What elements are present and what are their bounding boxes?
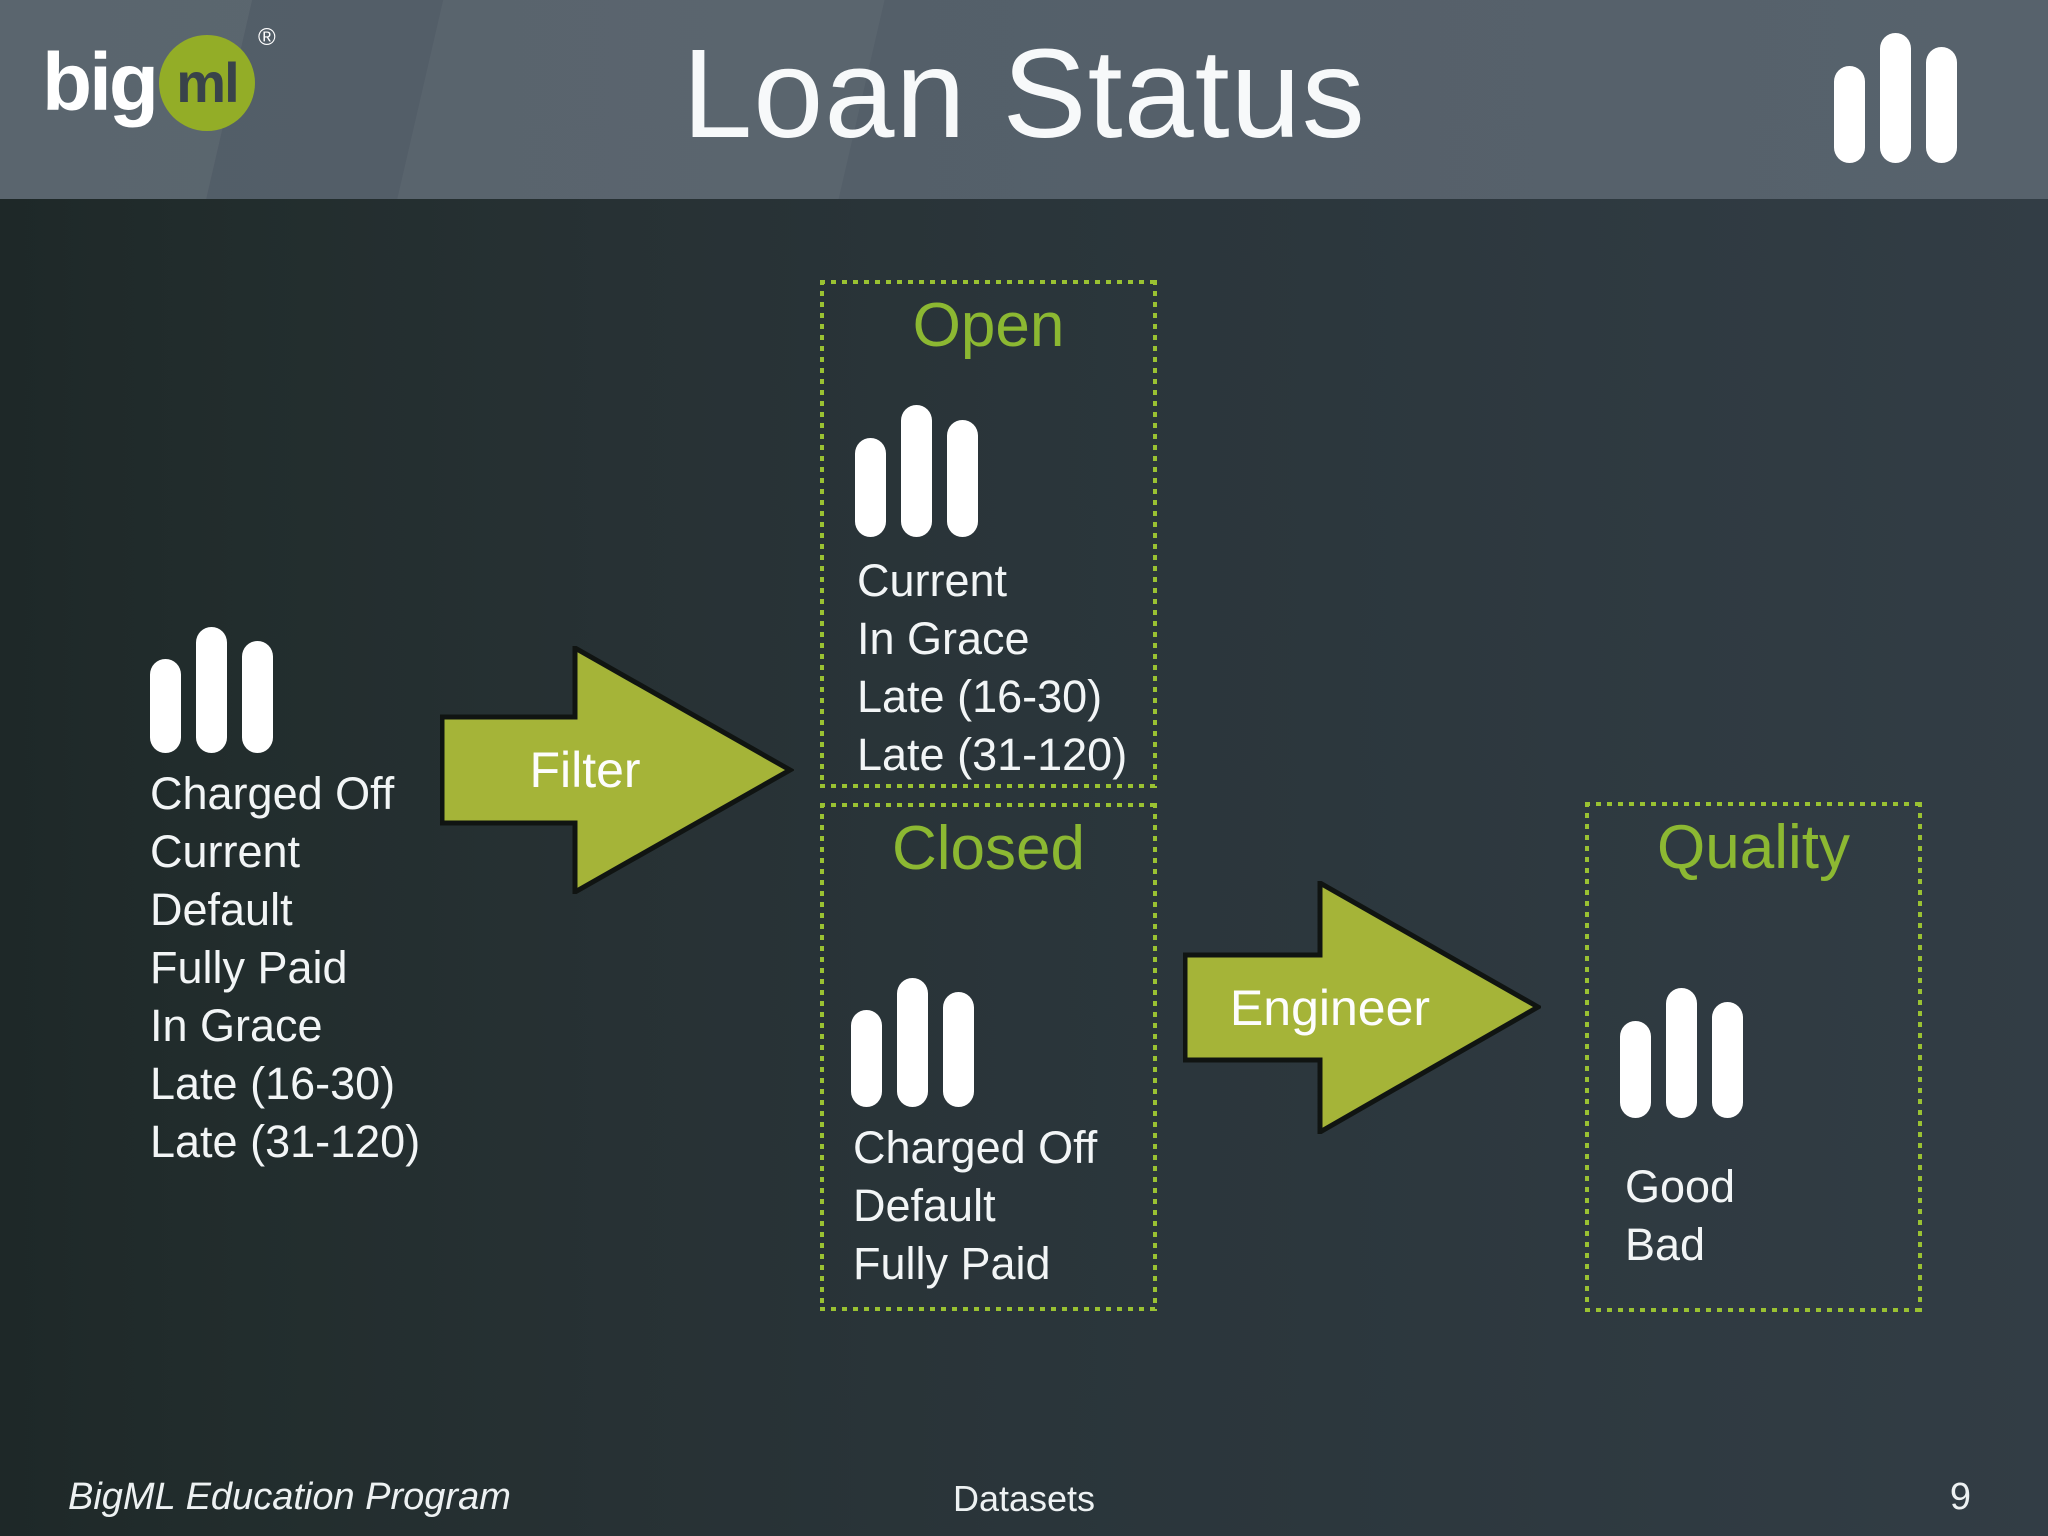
filter-arrow [440,646,794,894]
registered-trademark-mark: ® [258,24,276,51]
status-item: Charged Off [853,1122,1098,1173]
status-item: Default [853,1180,996,1231]
quality-box-title: Quality [1657,813,1850,882]
footer-page-number: 9 [1949,1476,1971,1518]
dataset-icon-bar [1666,988,1697,1118]
engineer-arrow-shape [1183,881,1541,1134]
open-box-title: Open [912,291,1065,360]
status-item: Late (16-30) [857,671,1103,722]
footer-section-name: Datasets [952,1478,1096,1519]
logo-text-big: big [42,37,159,128]
dataset-icon-bar [196,627,227,753]
status-item: In Grace [857,613,1030,664]
dataset-icon-bar [1712,1002,1743,1118]
dataset-icon [851,978,974,1107]
page-title: Loan Status [682,23,1366,164]
status-item: Charged Off [150,768,395,819]
dataset-icon-bar [242,640,273,753]
closed-box-title: Closed [892,814,1085,883]
dataset-icon-bar [855,438,886,537]
dataset-icon-bar [901,405,932,537]
status-item: Bad [1625,1219,1706,1270]
status-item: Late (31-120) [150,1116,421,1167]
dataset-icon-bar [1880,33,1911,163]
filter-arrow-shape [440,646,794,894]
logo-text-ml: ml [176,51,239,114]
status-item: Late (16-30) [150,1058,396,1109]
dataset-icon [1834,33,1957,163]
filter-arrow-label: Filter [529,742,641,798]
footer-program-name: BigML Education Program [68,1476,511,1518]
logo-circle: ml [158,35,255,131]
engineer-arrow [1183,881,1541,1134]
dataset-icon-bar [1620,1020,1651,1118]
dataset-icon-bar [150,658,181,753]
status-item: Late (31-120) [857,729,1128,780]
dataset-icon-bar [897,978,928,1107]
status-item: Default [150,884,293,935]
dataset-icon-bar [943,992,974,1107]
header-band: big ml ® Loan Status [0,0,2048,199]
status-item: Fully Paid [150,942,348,993]
engineer-arrow-label: Engineer [1229,980,1431,1036]
dataset-icon [1620,988,1743,1118]
status-item: In Grace [150,1000,323,1051]
dataset-icon [150,627,273,753]
status-item: Current [857,555,1008,606]
dataset-icon-bar [1926,47,1957,163]
status-item: Fully Paid [853,1238,1051,1289]
dataset-icon-bar [851,1010,882,1107]
dataset-icon-bar [947,419,978,537]
status-item: Current [150,826,301,877]
status-item: Good [1625,1161,1736,1212]
dataset-icon-bar [1834,65,1865,163]
bigml-logo: big ml ® [42,24,276,138]
dataset-icon [855,405,978,537]
